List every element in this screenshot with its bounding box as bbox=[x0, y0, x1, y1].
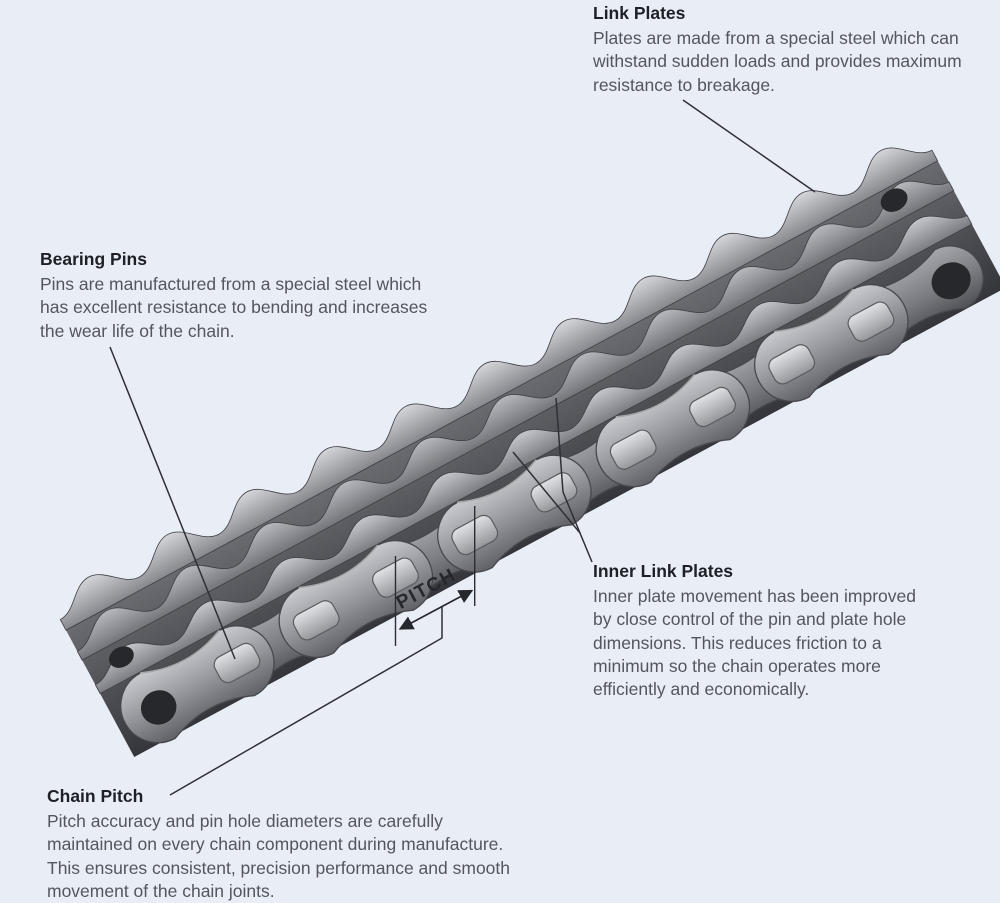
annotation-title: Link Plates bbox=[593, 3, 686, 23]
annotation-body: Pitch accuracy and pin hole diameters ar… bbox=[47, 811, 511, 901]
end-hole bbox=[108, 646, 134, 668]
plate-highlight bbox=[774, 288, 855, 333]
bearing-pin-head bbox=[213, 642, 261, 684]
plate-highlight bbox=[298, 544, 379, 589]
annotation-inner-link-plates: Inner Link Plates Inner plate movement h… bbox=[593, 560, 983, 701]
inner-link-plates-leader bbox=[555, 397, 593, 563]
bearing-pin-head bbox=[689, 386, 736, 428]
annotation-link-plates: Link Plates Plates are made from a speci… bbox=[593, 2, 983, 97]
bearing-pin-head bbox=[768, 344, 816, 385]
annotation-chain-pitch: Chain Pitch Pitch accuracy and pin hole … bbox=[47, 785, 577, 903]
annotation-body: Inner plate movement has been improved b… bbox=[593, 586, 916, 700]
end-hole bbox=[140, 690, 177, 725]
annotation-title: Chain Pitch bbox=[47, 786, 144, 806]
link-plates-leader bbox=[682, 99, 816, 193]
roller-chain bbox=[59, 147, 1000, 757]
annotation-body: Pins are manufactured from a special ste… bbox=[40, 274, 428, 341]
plate-highlight bbox=[615, 373, 696, 419]
end-hole bbox=[880, 188, 908, 212]
bearing-pin-head bbox=[530, 472, 578, 513]
plate-top-edges bbox=[59, 147, 939, 631]
bearing-pin-head bbox=[847, 301, 895, 342]
pitch-arrow bbox=[398, 589, 474, 630]
bearing-pins-leader bbox=[109, 346, 236, 660]
annotation-title: Inner Link Plates bbox=[593, 561, 734, 581]
annotation-body: Plates are made from a special steel whi… bbox=[593, 28, 962, 95]
bearing-pin-head bbox=[292, 600, 340, 641]
annotation-title: Bearing Pins bbox=[40, 249, 147, 269]
plate-top-edges bbox=[76, 180, 955, 661]
plate-top-edges bbox=[94, 214, 973, 695]
plate-highlight bbox=[140, 629, 221, 675]
annotation-bearing-pins: Bearing Pins Pins are manufactured from … bbox=[40, 248, 490, 343]
end-hole bbox=[931, 262, 971, 300]
plate-highlight bbox=[457, 459, 538, 504]
inner-link-plates-leader-branch bbox=[512, 451, 581, 534]
bearing-pin-head bbox=[609, 429, 657, 470]
